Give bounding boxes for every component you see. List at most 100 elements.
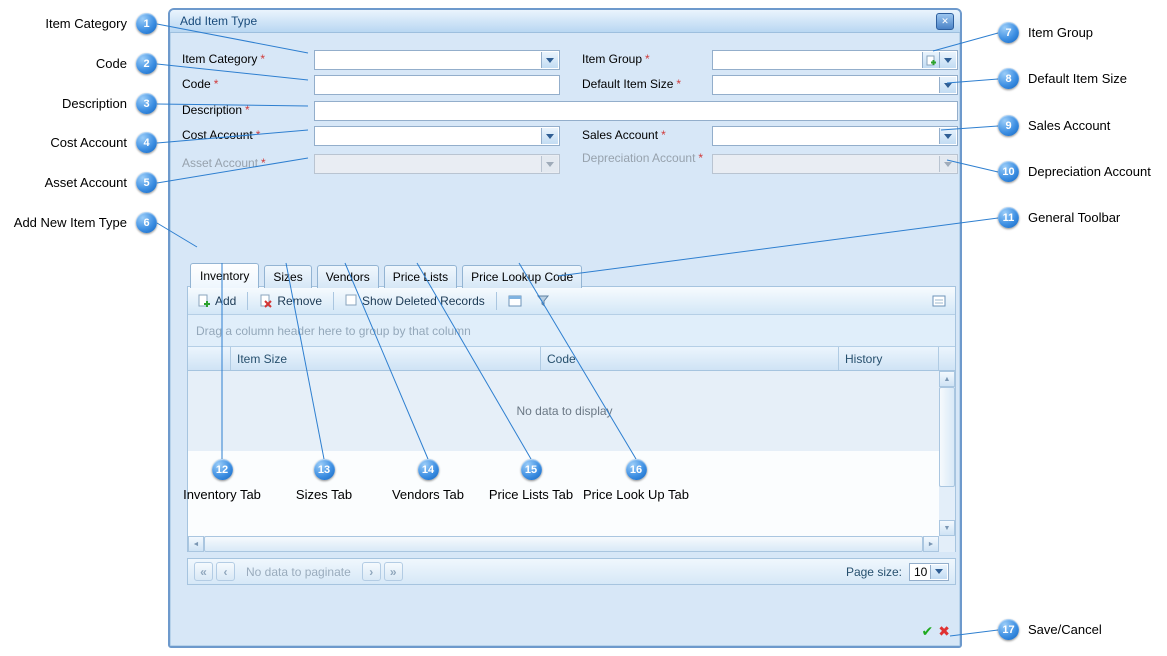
callout-label: Default Item Size	[1028, 71, 1127, 86]
column-chooser-icon	[932, 294, 946, 307]
dropdown-button[interactable]	[541, 128, 558, 144]
chevron-down-icon	[944, 133, 952, 139]
vertical-scrollbar[interactable]: ▲ ▼	[939, 371, 955, 536]
horizontal-scrollbar[interactable]: ◄ ►	[188, 536, 955, 552]
dropdown-button[interactable]	[541, 52, 558, 68]
required-star: *	[245, 103, 250, 117]
column-header-history[interactable]: History	[839, 347, 939, 370]
tab-vendors[interactable]: Vendors	[316, 265, 379, 288]
column-chooser-button[interactable]	[927, 292, 951, 309]
pager-status-text: No data to paginate	[246, 564, 351, 579]
dropdown-button[interactable]	[939, 77, 956, 93]
tab-price-lists[interactable]: Price Lists	[383, 265, 458, 288]
label-text: Default Item Size	[582, 77, 674, 91]
callout-label: Add New Item Type	[13, 215, 127, 230]
group-by-panel[interactable]: Drag a column header here to group by th…	[188, 315, 955, 347]
callout-label: Inventory Tab	[183, 487, 261, 502]
dialog-body: Item Category* Item Group* Code* Default…	[170, 32, 960, 646]
scroll-down-button[interactable]: ▼	[939, 520, 955, 536]
show-deleted-toggle[interactable]: Show Deleted Records	[340, 292, 490, 310]
pager-bar: « ‹ No data to paginate › » Page size: 1…	[187, 558, 956, 585]
item-group-label: Item Group*	[582, 52, 650, 66]
column-header-item-size[interactable]: Item Size	[231, 347, 541, 370]
tab-sizes[interactable]: Sizes	[264, 265, 312, 288]
sales-account-combo[interactable]	[712, 126, 958, 146]
page-size-label: Page size:	[845, 564, 902, 579]
callout-label: Item Category	[45, 16, 127, 31]
callout-number: 15	[520, 459, 542, 480]
asset-account-combo[interactable]	[314, 154, 560, 174]
dropdown-button[interactable]	[939, 156, 956, 172]
callout-number: 16	[625, 459, 647, 480]
column-header-indicator[interactable]	[188, 347, 231, 370]
grid-box: Add Remove Show Deleted Records	[187, 286, 956, 552]
remove-button-label: Remove	[277, 293, 323, 308]
tab-price-lookup-code[interactable]: Price Lookup Code	[462, 265, 583, 288]
required-star: *	[255, 128, 261, 142]
group-hint-text: Drag a column header here to group by th…	[196, 323, 471, 338]
item-group-combo[interactable]	[712, 50, 958, 70]
callout-number: 17	[998, 619, 1019, 640]
scroll-left-button[interactable]: ◄	[188, 536, 204, 552]
new-item-group-button[interactable]	[922, 52, 939, 68]
callout-number: 6	[136, 212, 157, 233]
callout-number: 3	[136, 93, 157, 114]
page-size-select[interactable]: 10	[909, 562, 949, 581]
depreciation-account-label: Depreciation Account*	[582, 151, 708, 165]
card-view-button[interactable]	[503, 292, 527, 309]
column-header-code[interactable]: Code	[541, 347, 839, 370]
scroll-right-button[interactable]: ►	[923, 536, 939, 552]
callout-label: Code	[95, 56, 127, 71]
filter-button[interactable]	[531, 292, 555, 309]
tab-inventory[interactable]: Inventory	[190, 263, 260, 288]
callout-number: 14	[417, 459, 439, 480]
chevron-down-icon	[935, 569, 943, 574]
pager-last-button[interactable]: »	[383, 562, 403, 581]
required-star: *	[676, 77, 682, 91]
remove-icon	[259, 294, 273, 308]
add-plus-icon	[926, 55, 937, 66]
scroll-up-button[interactable]: ▲	[939, 371, 955, 387]
label-text: Asset Account	[182, 156, 259, 170]
item-category-label: Item Category*	[182, 52, 265, 66]
dialog-titlebar[interactable]: Add Item Type ✕	[170, 10, 960, 33]
dropdown-button[interactable]	[939, 128, 956, 144]
save-button[interactable]: ✔	[921, 623, 934, 639]
add-button[interactable]: Add	[192, 292, 241, 310]
code-label: Code*	[182, 77, 218, 91]
remove-button[interactable]: Remove	[254, 292, 327, 310]
cost-account-combo[interactable]	[314, 126, 560, 146]
chevron-down-icon	[944, 82, 952, 88]
card-view-icon	[508, 294, 522, 307]
pager-first-button[interactable]: «	[194, 562, 213, 581]
default-item-size-combo[interactable]	[712, 75, 958, 95]
vertical-scroll-thumb[interactable]	[939, 387, 955, 487]
code-input[interactable]	[314, 75, 560, 95]
dialog-title: Add Item Type	[180, 14, 258, 28]
default-item-size-label: Default Item Size*	[582, 77, 681, 91]
dropdown-button[interactable]	[541, 156, 558, 172]
chevron-down-icon	[546, 133, 554, 139]
pager-next-button[interactable]: ›	[361, 562, 381, 581]
chevron-down-icon	[546, 57, 554, 63]
description-input[interactable]	[314, 101, 958, 121]
add-button-label: Add	[215, 293, 237, 308]
depreciation-account-combo[interactable]	[712, 154, 958, 174]
horizontal-scroll-thumb[interactable]	[204, 536, 923, 552]
cancel-button[interactable]: ✖	[938, 623, 950, 639]
callout-label: Asset Account	[44, 175, 127, 190]
pager-prev-button[interactable]: ‹	[216, 562, 235, 581]
callout-number: 11	[998, 207, 1019, 228]
close-button[interactable]: ✕	[936, 12, 954, 30]
dropdown-button[interactable]	[930, 564, 947, 579]
dropdown-button[interactable]	[939, 52, 956, 68]
callout-number: 10	[998, 161, 1019, 182]
item-category-combo[interactable]	[314, 50, 560, 70]
required-star: *	[661, 128, 666, 142]
required-star: *	[213, 77, 219, 91]
